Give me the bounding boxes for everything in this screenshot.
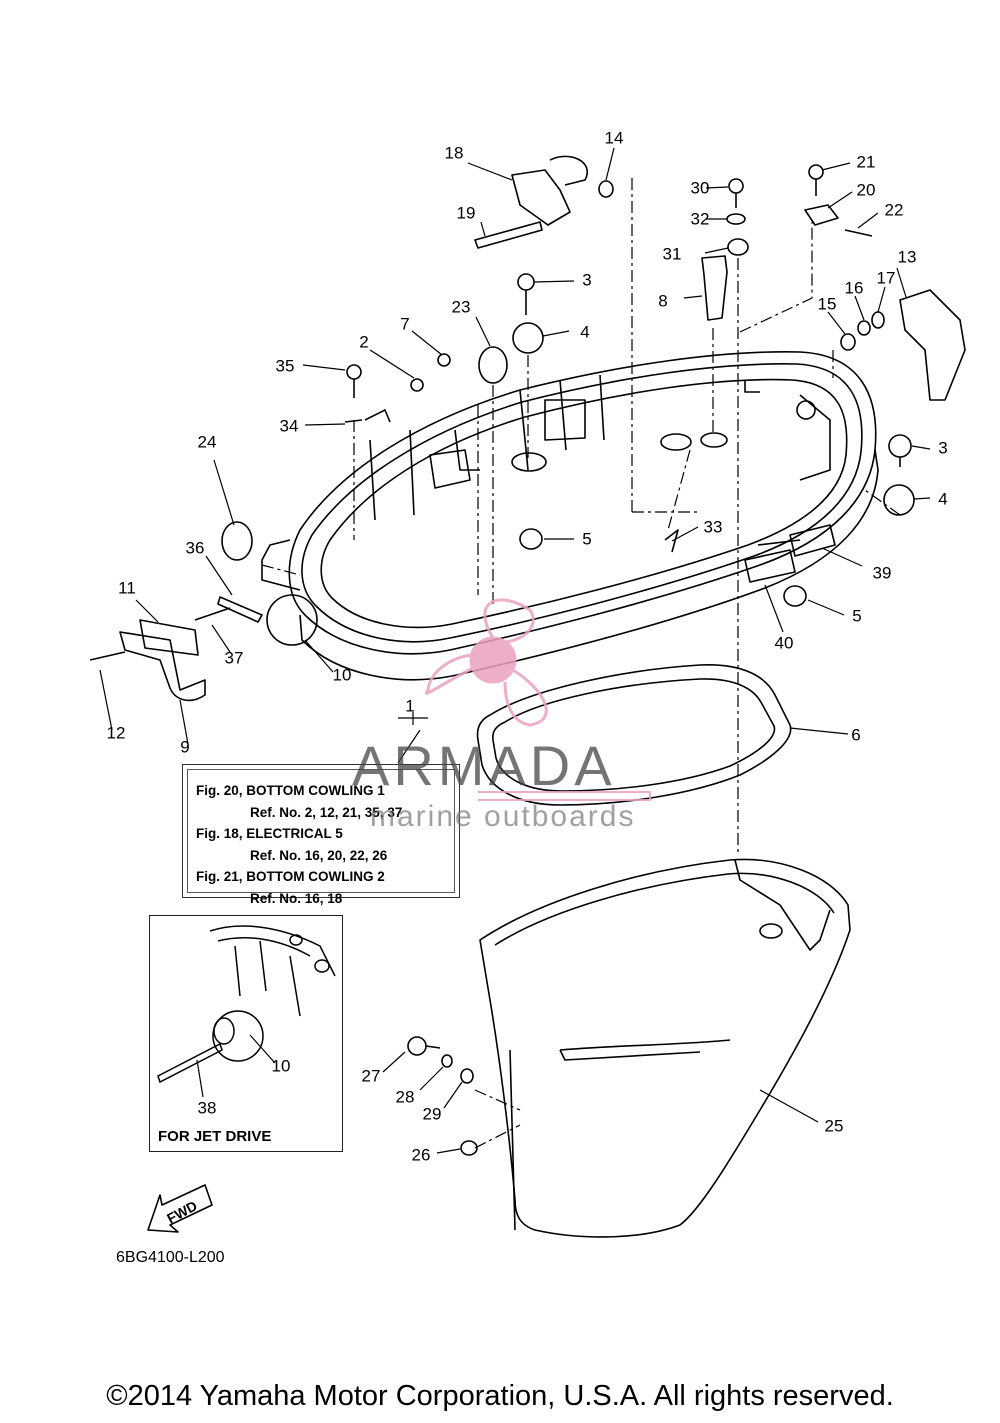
callout-label: 40 xyxy=(774,633,794,653)
callout-label: 39 xyxy=(872,563,892,583)
reference-box: Fig. 20, BOTTOM COWLING 1 Ref. No. 2, 12… xyxy=(182,764,460,906)
reference-line: Fig. 20, BOTTOM COWLING 1 xyxy=(196,783,385,798)
reference-line: Fig. 18, ELECTRICAL 5 xyxy=(196,826,343,841)
callout-label: 28 xyxy=(395,1087,415,1107)
lower-apron xyxy=(479,858,851,1238)
callout-label: 35 xyxy=(275,356,295,376)
reference-line: Ref. No. 2, 12, 21, 35, 37 xyxy=(250,804,403,820)
reference-line: Fig. 21, BOTTOM COWLING 2 xyxy=(196,869,385,884)
callout-label: 5 xyxy=(852,606,862,626)
callout-label: 22 xyxy=(884,200,904,220)
bottom-cowling-seal xyxy=(476,664,792,806)
callout-label: 26 xyxy=(411,1145,431,1165)
diagram-code: 6BG4100-L200 xyxy=(116,1249,225,1266)
callout-label: 6 xyxy=(851,725,861,745)
callout-label: 27 xyxy=(361,1066,381,1086)
reference-line: Ref. No. 16, 20, 22, 26 xyxy=(250,847,388,863)
callout-label: 10 xyxy=(332,665,352,685)
callout-label: 24 xyxy=(197,432,217,452)
callout-label: 16 xyxy=(844,278,864,298)
copyright-notice: ©2014 Yamaha Motor Corporation, U.S.A. A… xyxy=(106,1380,894,1412)
fastener-parts xyxy=(407,1036,478,1156)
reference-leader xyxy=(397,729,421,764)
watermark-propeller-icon xyxy=(424,598,651,801)
fwd-arrow-icon xyxy=(147,1184,213,1233)
callout-label: 18 xyxy=(444,143,464,163)
callout-label: 29 xyxy=(422,1104,442,1124)
callout-label: 10 xyxy=(271,1056,291,1076)
callout-label: 33 xyxy=(703,517,723,537)
callout-label: 3 xyxy=(582,270,592,290)
callout-label: 13 xyxy=(897,247,917,267)
watermark-name: ARMADA xyxy=(352,734,616,797)
callout-label: 25 xyxy=(824,1116,844,1136)
callout-label: 31 xyxy=(662,244,682,264)
leader-lines xyxy=(99,147,931,1154)
callout-label: 12 xyxy=(106,723,126,743)
callout-label: 7 xyxy=(400,314,410,334)
callout-label: 30 xyxy=(690,178,710,198)
reference-line: Ref. No. 16, 18 xyxy=(250,890,343,906)
reference-box-inner: Fig. 20, BOTTOM COWLING 1 Ref. No. 2, 12… xyxy=(187,769,455,906)
callout-label: 21 xyxy=(856,152,876,172)
callout-label: 19 xyxy=(456,203,476,223)
callout-label: 2 xyxy=(359,332,369,352)
jet-drive-caption: FOR JET DRIVE xyxy=(158,1128,272,1145)
callout-label: 20 xyxy=(856,180,876,200)
callout-label: 23 xyxy=(451,297,471,317)
callout-label: 14 xyxy=(604,128,624,148)
callout-label: 38 xyxy=(197,1098,217,1118)
callout-label: 4 xyxy=(580,322,590,342)
callout-label: 17 xyxy=(876,268,896,288)
callout-label: 15 xyxy=(817,294,837,314)
callout-label: 8 xyxy=(658,291,668,311)
callout-label: 5 xyxy=(582,529,592,549)
callout-label: 9 xyxy=(180,737,190,757)
callout-label: 32 xyxy=(690,209,710,229)
callout-label: 34 xyxy=(279,416,299,436)
watermark-tagline: marine outboards xyxy=(370,800,636,833)
callout-label: 11 xyxy=(118,578,136,598)
callout-label: 3 xyxy=(938,438,948,458)
jet-drive-drawing xyxy=(157,925,336,1084)
small-parts xyxy=(89,155,966,702)
callout-label: 36 xyxy=(185,538,205,558)
jet-drive-inset: FOR JET DRIVE xyxy=(149,915,343,1152)
callout-label: 37 xyxy=(224,648,244,668)
callout-label: 1 xyxy=(405,696,415,716)
callout-label: 4 xyxy=(938,489,948,509)
bottom-cowling-upper xyxy=(261,351,879,681)
